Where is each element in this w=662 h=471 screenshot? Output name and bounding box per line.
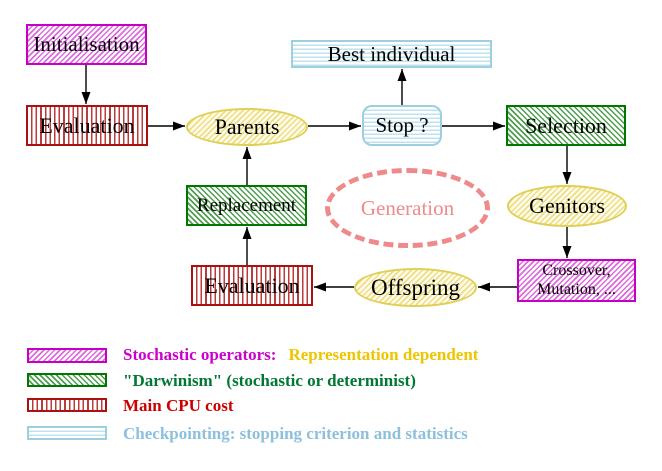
node-parents: Parents: [186, 108, 308, 146]
generation-dashed-ellipse: Generation: [325, 168, 490, 248]
legend-item-darwinism: "Darwinism" (stochastic or determinist): [123, 371, 416, 390]
legend-item-main-cpu-cost: Main CPU cost: [123, 396, 234, 415]
node-best-individual: Best individual: [291, 40, 492, 68]
node-replacement: Replacement: [186, 185, 307, 226]
node-stop: Stop ?: [362, 105, 442, 146]
node-initialisation: Initialisation: [26, 24, 147, 65]
green-diagonal-hatch-swatch: [27, 373, 107, 387]
node-crossover-mutation: Crossover, Mutation, ...: [517, 259, 636, 302]
node-selection: Selection: [506, 105, 626, 146]
crossover-line1: Crossover,: [542, 262, 611, 280]
legend-item-checkpointing: Checkpointing: stopping criterion and st…: [123, 424, 468, 443]
node-evaluation-bottom: Evaluation: [191, 265, 313, 306]
legend-label-representation: Representation dependent: [288, 345, 479, 364]
node-genitors: Genitors: [507, 185, 627, 227]
magenta-diagonal-hatch-swatch: [27, 348, 107, 363]
node-offspring: Offspring: [354, 268, 477, 307]
node-evaluation-top: Evaluation: [26, 105, 148, 146]
crossover-line2: Mutation, ...: [537, 280, 616, 298]
legend-label-stochastic: Stochastic operators:: [123, 345, 277, 364]
legend-item-stochastic-operators: Stochastic operators: Representation depe…: [123, 345, 478, 365]
cyan-horizontal-stripe-swatch: [27, 426, 107, 440]
red-vertical-stripe-swatch: [27, 398, 107, 412]
